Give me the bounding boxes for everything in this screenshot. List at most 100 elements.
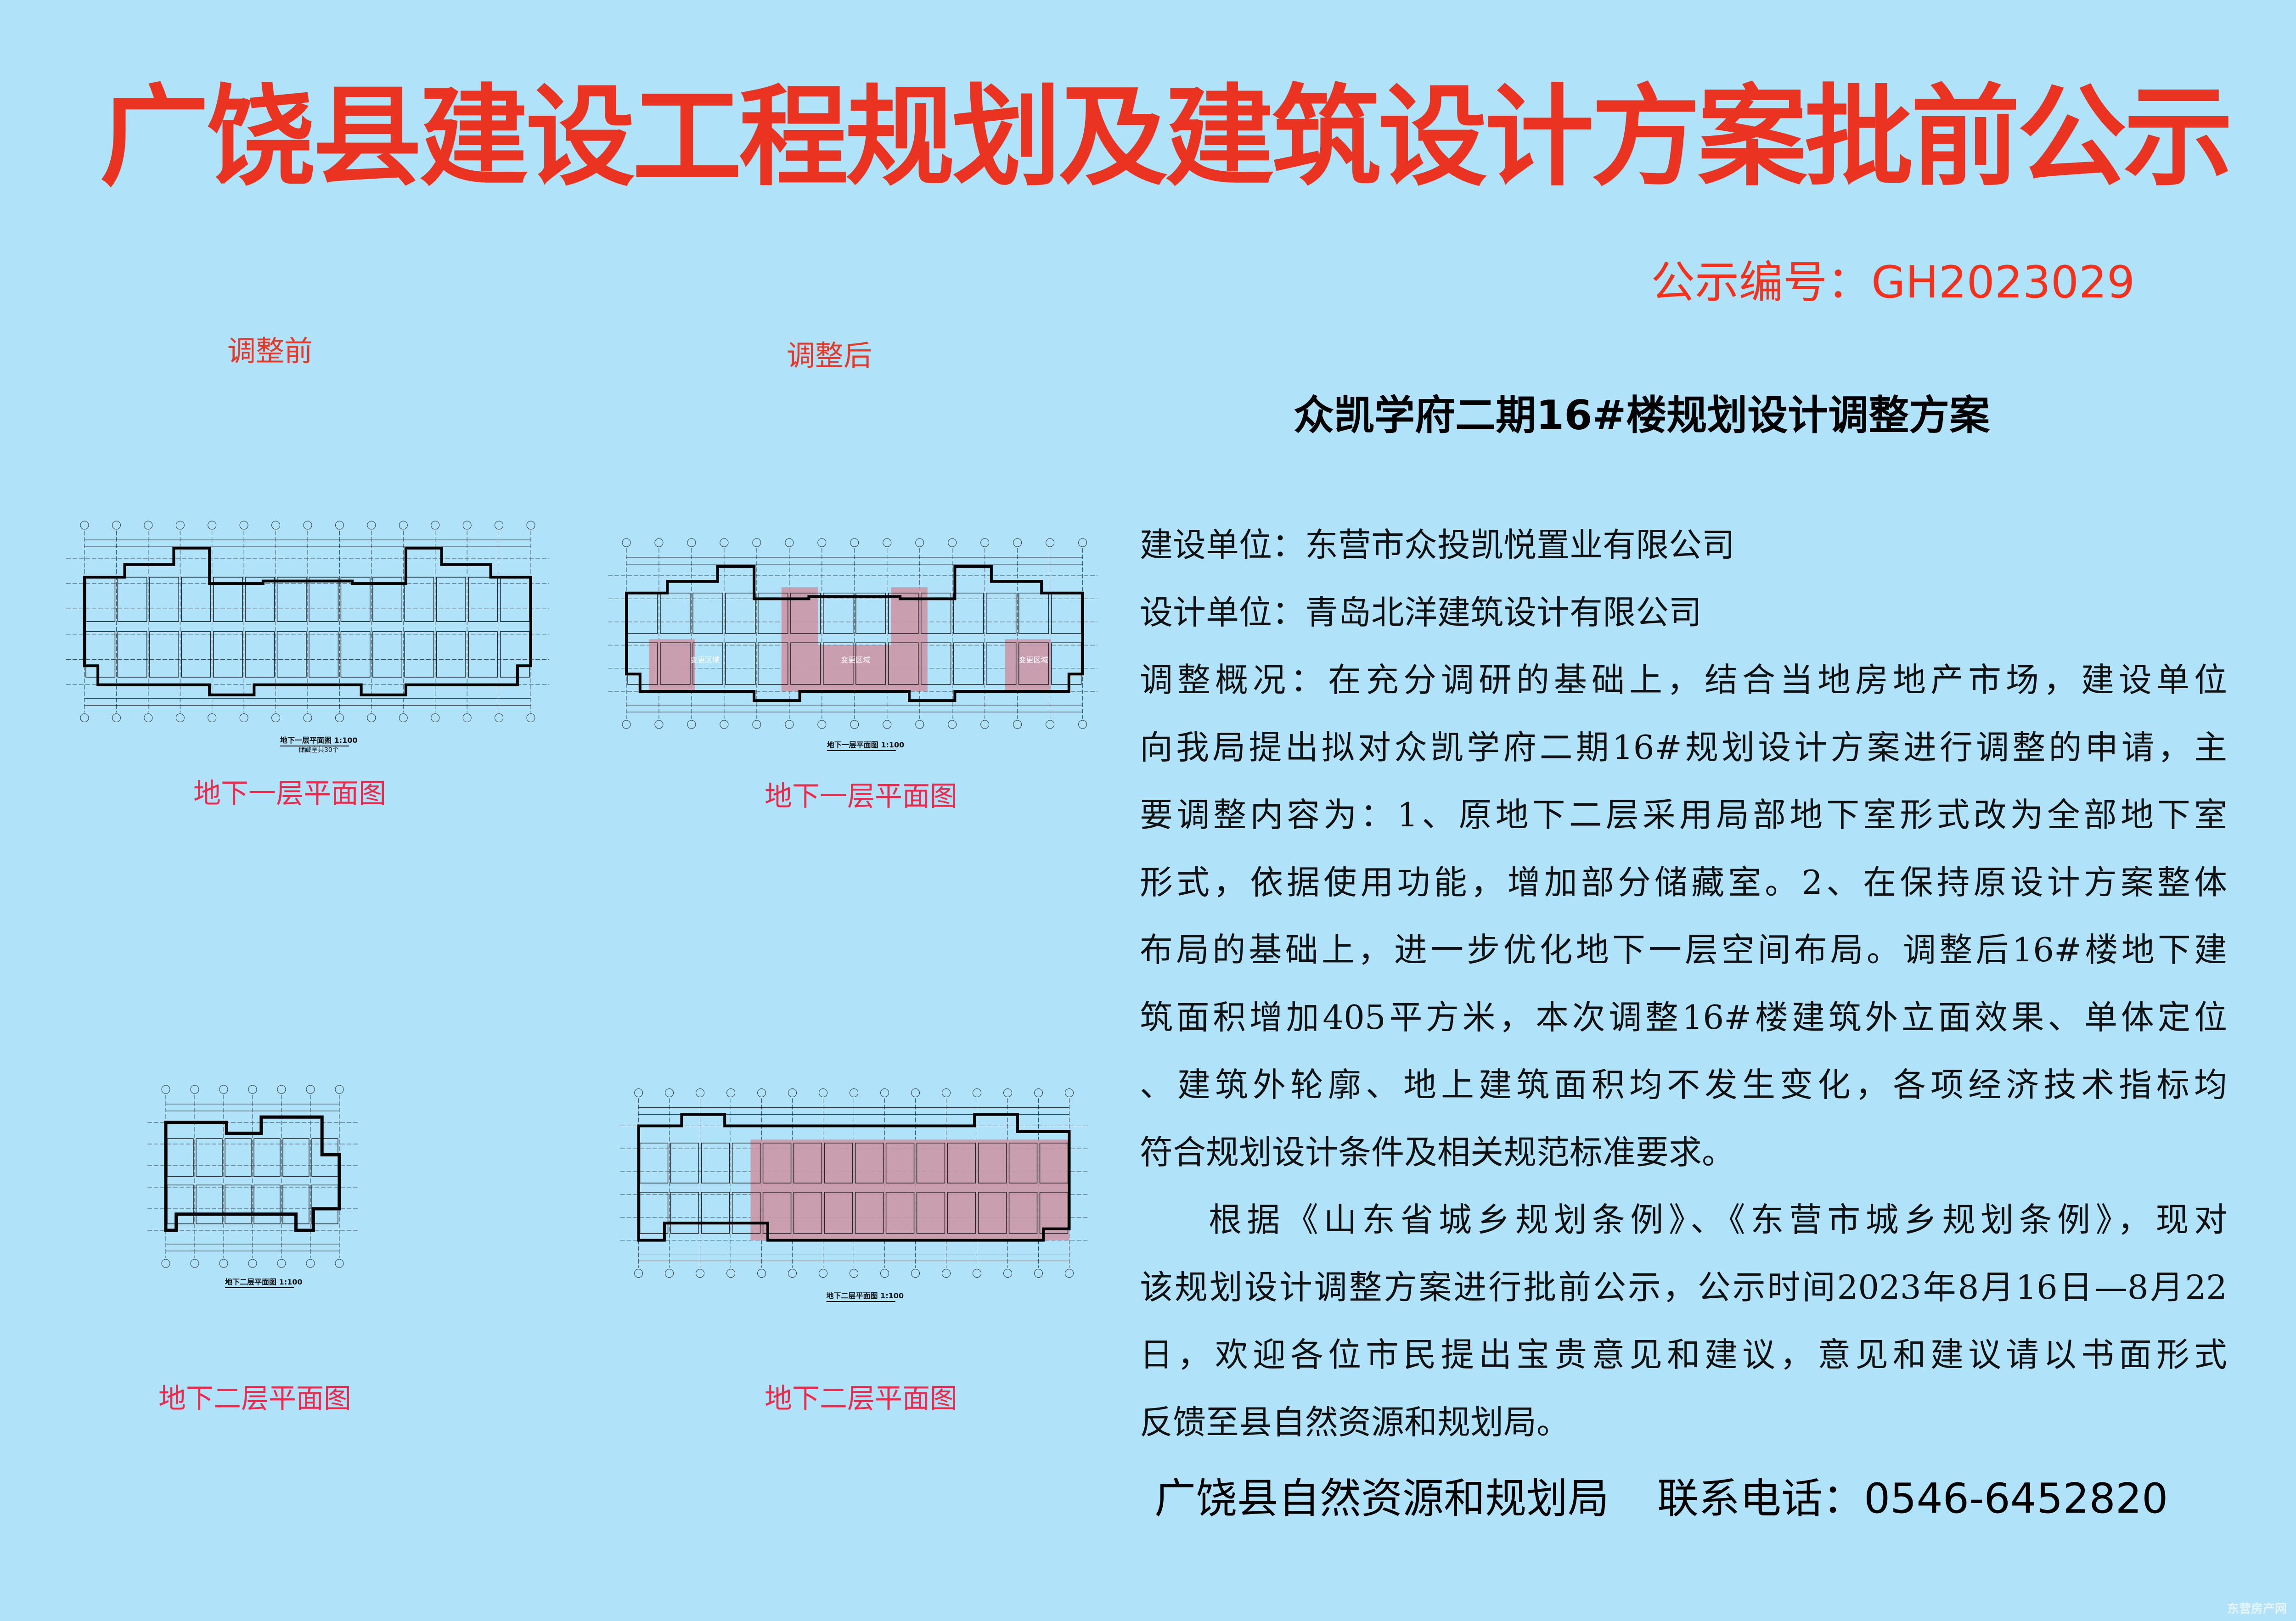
axis-bubble xyxy=(112,521,121,530)
plan-note: 储藏室共30个 xyxy=(298,746,339,753)
room xyxy=(500,631,530,678)
axis-bubble xyxy=(788,1088,797,1097)
axis-bubble xyxy=(1078,720,1087,729)
axis-bubble xyxy=(248,1085,257,1094)
axis-bubble xyxy=(526,521,535,530)
room xyxy=(181,577,211,622)
room xyxy=(660,642,691,685)
room xyxy=(404,631,434,678)
room xyxy=(692,642,723,685)
axis-bubble xyxy=(911,1269,920,1278)
body-line: 筑面积增加405平方米，本次调整16#楼建筑外立面效果、单体定位 xyxy=(1140,998,2227,1037)
axis-bubble xyxy=(495,521,504,530)
exterior-wall xyxy=(164,1115,341,1232)
axis-bubble xyxy=(219,1085,228,1094)
axis-bubble xyxy=(726,1088,736,1097)
room xyxy=(167,1138,194,1177)
axis-bubble xyxy=(335,713,344,723)
room xyxy=(888,642,919,685)
axis-bubble xyxy=(880,1088,889,1097)
axis-bubble xyxy=(850,1269,859,1278)
room xyxy=(117,631,147,678)
drawing-title: 地下一层平面图 1:100 xyxy=(827,740,905,749)
body-line: 建设单位：东营市众投凯悦置业有限公司 xyxy=(1140,526,1735,564)
axis-bubble xyxy=(175,521,185,530)
changed-area xyxy=(818,645,891,691)
axis-bubble xyxy=(1046,538,1055,547)
axis-bubble xyxy=(277,1259,286,1268)
watermark-logo: 东营房产网 xyxy=(2227,1602,2287,1616)
axis-bubble xyxy=(1065,1088,1074,1097)
axis-bubble xyxy=(306,1259,315,1268)
room xyxy=(670,1192,699,1234)
notice-number: 公示编号：GH2023029 xyxy=(1651,257,2135,308)
room xyxy=(436,631,466,678)
axis-bubble xyxy=(850,538,859,547)
page-title: 广饶县建设工程规划及建筑设计方案批前公示 xyxy=(100,74,2233,201)
axis-bubble xyxy=(1046,720,1055,729)
room xyxy=(660,593,691,634)
room xyxy=(793,1143,822,1183)
axis-bubble xyxy=(144,713,153,723)
room xyxy=(920,593,951,634)
axis-bubble xyxy=(850,1088,859,1097)
room xyxy=(213,631,243,678)
axis-bubble xyxy=(752,538,761,547)
axis-bubble xyxy=(819,1269,828,1278)
room xyxy=(149,631,180,678)
axis-bubble xyxy=(335,1259,344,1268)
axis-bubble xyxy=(239,713,248,723)
axis-bubble xyxy=(634,1088,643,1097)
axis-bubble xyxy=(696,1269,705,1278)
axis-bubble xyxy=(144,521,153,530)
room xyxy=(953,642,984,685)
room xyxy=(276,577,307,622)
axis-bubble xyxy=(175,713,185,723)
room xyxy=(253,1138,281,1177)
room xyxy=(947,1143,976,1183)
axis-bubble xyxy=(665,1269,674,1278)
axis-bubble xyxy=(942,1269,951,1278)
changed-area xyxy=(649,639,695,691)
room xyxy=(311,1184,338,1224)
room xyxy=(885,1143,915,1183)
axis-bubble xyxy=(431,521,440,530)
axis-bubble xyxy=(622,538,631,547)
body-line: 布局的基础上，进一步优化地下一层空间布局。调整后16#楼地下建 xyxy=(1140,931,2227,969)
body-line: 设计单位：青岛北洋建筑设计有限公司 xyxy=(1140,593,1702,632)
changed-area xyxy=(781,587,818,691)
axis-bubble xyxy=(248,1259,257,1268)
room xyxy=(758,642,788,685)
axis-bubble xyxy=(1065,1269,1074,1278)
axis-bubble xyxy=(80,521,89,530)
axis-bubble xyxy=(942,1088,951,1097)
axis-bubble xyxy=(335,1085,344,1094)
changed-area xyxy=(891,587,928,691)
axis-bubble xyxy=(190,1259,199,1268)
room xyxy=(167,1184,194,1224)
room xyxy=(885,1192,915,1234)
axis-bubble xyxy=(367,521,376,530)
room xyxy=(793,1192,822,1234)
axis-bubble xyxy=(367,713,376,723)
axis-bubble xyxy=(208,521,217,530)
axis-bubble xyxy=(883,538,892,547)
axis-bubble xyxy=(696,1088,705,1097)
axis-bubble xyxy=(654,538,664,547)
room xyxy=(196,1184,223,1224)
room xyxy=(790,642,821,685)
room xyxy=(855,1192,884,1234)
axis-bubble xyxy=(303,521,312,530)
axis-bubble xyxy=(788,1269,797,1278)
axis-bubble xyxy=(973,1088,982,1097)
room xyxy=(732,1143,761,1183)
room xyxy=(245,631,275,678)
room xyxy=(985,642,1017,685)
axis-bubble xyxy=(720,538,729,547)
body-line: 该规划设计调整方案进行批前公示，公示时间2023年8月16日—8月22 xyxy=(1140,1268,2227,1307)
drawing-title: 地下二层平面图 1:100 xyxy=(225,1278,303,1286)
room xyxy=(372,631,403,678)
axis-bubble xyxy=(720,720,729,729)
axis-bubble xyxy=(1078,538,1087,547)
axis-bubble xyxy=(785,720,794,729)
